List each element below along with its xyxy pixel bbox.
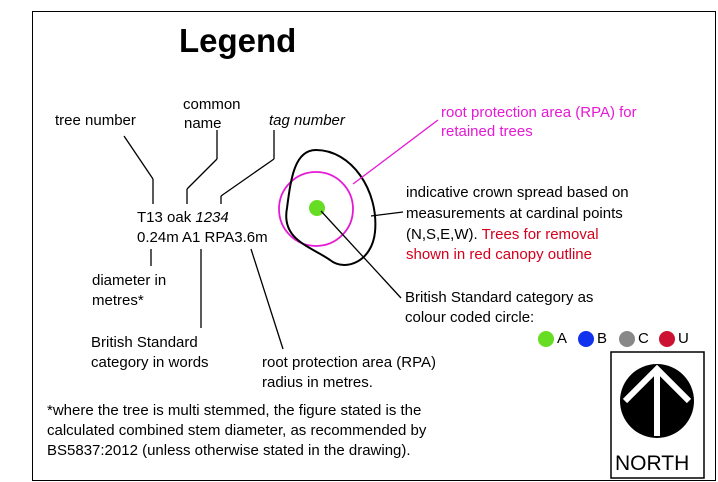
label-common-name-line2: name — [184, 115, 222, 132]
label-diameter-line2: metres* — [92, 292, 144, 309]
label-bs-circle-line2: colour coded circle: — [405, 309, 535, 326]
tree-category-dot — [309, 200, 325, 216]
category-u-dot — [659, 331, 675, 347]
label-crown-line3-black: (N,S,E,W). — [406, 226, 478, 243]
north-label: NORTH — [615, 452, 690, 475]
footnote-line3: BS5837:2012 (unless otherwise stated in … — [47, 442, 411, 459]
label-common-name-line1: common — [183, 96, 241, 113]
crown-spread-outline — [285, 148, 377, 266]
legend-panel: Legend tree number common name tag numbe… — [32, 11, 716, 481]
label-crown-line3-red: Trees for removal — [477, 226, 599, 243]
leader-crown-spread — [370, 211, 404, 217]
category-u-label: U — [678, 330, 689, 347]
label-diameter-line1: diameter in — [92, 272, 167, 289]
label-tree-number: tree number — [55, 112, 136, 129]
example-line1-prefix: T13 oak — [137, 209, 196, 226]
label-bs-words-line2: category in words — [91, 354, 209, 371]
example-tag-number: 1234 — [195, 209, 229, 226]
footnote-line1: *where the tree is multi stemmed, the fi… — [47, 402, 422, 419]
leader-bs-circle — [320, 210, 402, 299]
label-crown-line1: indicative crown spread based on — [406, 184, 629, 201]
label-tag-number: tag number — [269, 112, 345, 129]
legend-title: Legend — [179, 22, 297, 59]
category-a-label: A — [557, 330, 568, 347]
leader-rpa-retained — [352, 119, 439, 185]
rpa-circle — [278, 171, 354, 247]
example-line1: T13 oak 1234 — [137, 208, 229, 227]
legend-leader-lines — [123, 119, 705, 479]
label-crown-line3: (N,S,E,W). Trees for removal — [406, 225, 599, 244]
category-a-dot — [538, 331, 554, 347]
label-rpa-radius-line2: radius in metres. — [262, 374, 373, 391]
footnote-line2: calculated combined stem diameter, as re… — [47, 422, 427, 439]
label-bs-circle-line1: British Standard category as — [405, 289, 594, 306]
label-bs-words-line1: British Standard — [91, 334, 198, 351]
leader-rpa-radius — [250, 248, 284, 350]
label-crown-line2: measurements at cardinal points — [406, 205, 623, 222]
category-b-dot — [578, 331, 594, 347]
label-rpa-radius-line1: root protection area (RPA) — [262, 354, 436, 371]
category-b-label: B — [597, 330, 608, 347]
leader-tree-number — [123, 135, 154, 180]
label-rpa-retained-line2: retained trees — [441, 123, 533, 140]
label-crown-line4: shown in red canopy outline — [406, 246, 592, 263]
example-line2: 0.24m A1 RPA3.6m — [137, 229, 268, 246]
category-c-label: C — [638, 330, 649, 347]
category-c-dot — [619, 331, 635, 347]
label-rpa-retained-line1: root protection area (RPA) for — [441, 104, 637, 121]
